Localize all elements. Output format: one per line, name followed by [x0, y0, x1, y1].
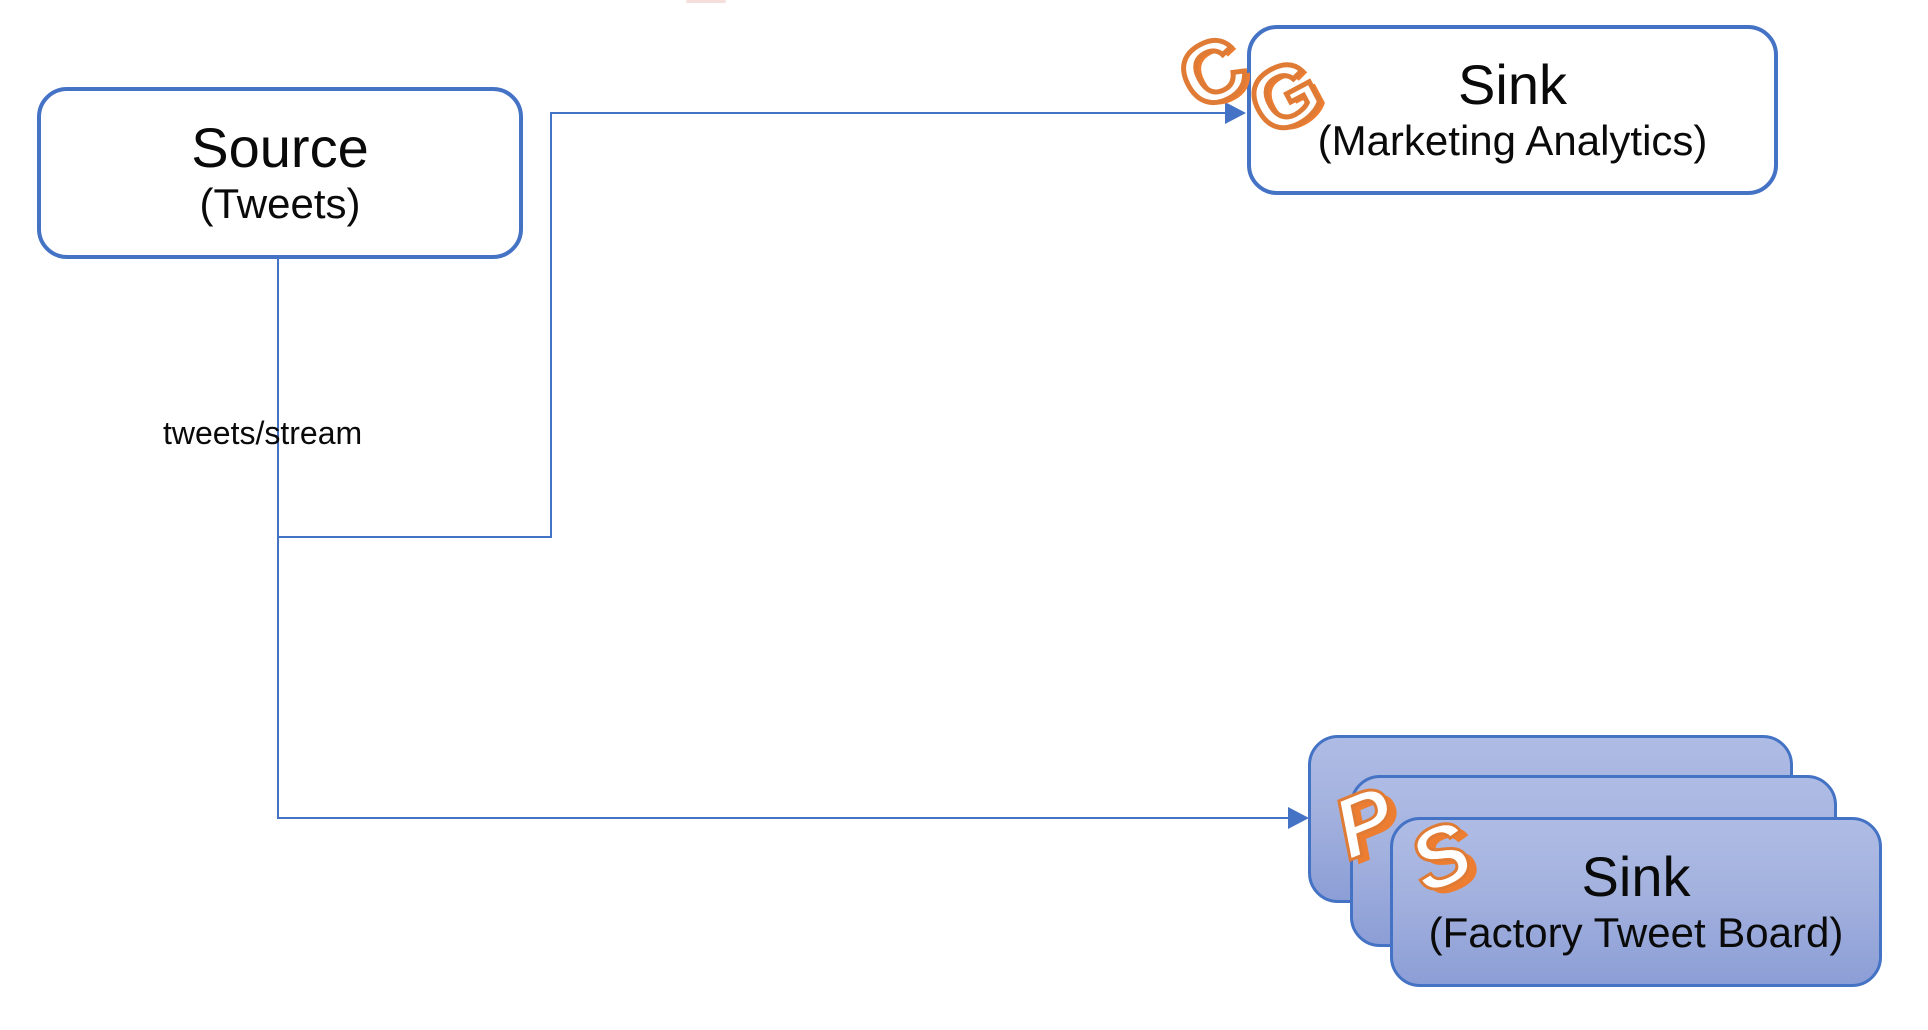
sink-factory-subtitle: (Factory Tweet Board) [1428, 909, 1844, 957]
cropped-artifact [686, 0, 726, 3]
edge-label-tweets-stream: tweets/stream [163, 415, 363, 451]
source-title: Source [191, 116, 369, 180]
sink-marketing-title: Sink [1458, 53, 1567, 117]
source-node: Source (Tweets) [37, 87, 523, 259]
arrowhead-factory-sink-icon [1288, 807, 1309, 829]
arrowhead-marketing-sink-icon [1225, 102, 1246, 124]
edge-source-to-marketing-sink [278, 112, 1225, 538]
sink-factory-node: Sink (Factory Tweet Board) [1390, 817, 1882, 987]
sink-marketing-node: Sink (Marketing Analytics) [1247, 25, 1778, 195]
sink-factory-title: Sink [1581, 845, 1691, 909]
sink-marketing-subtitle: (Marketing Analytics) [1317, 117, 1708, 165]
edge-source-to-factory-sink [277, 257, 1288, 819]
source-subtitle: (Tweets) [199, 180, 361, 228]
